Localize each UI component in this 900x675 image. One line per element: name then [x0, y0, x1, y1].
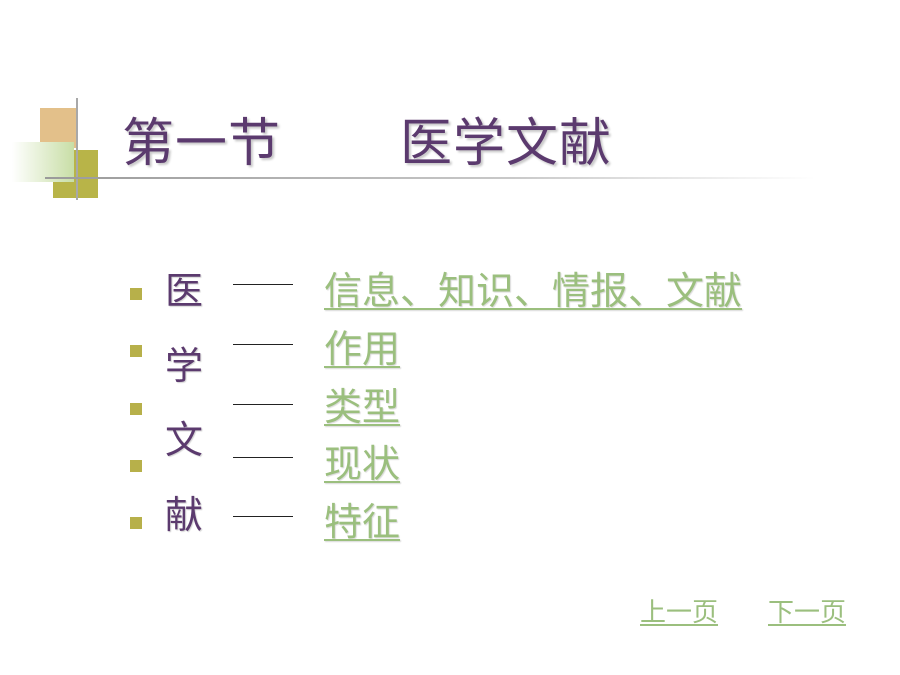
link-info-knowledge[interactable]: 信息、知识、情报、文献 — [324, 269, 743, 313]
link-function[interactable]: 作用 — [324, 327, 401, 371]
link-features[interactable]: 特征 — [324, 500, 401, 544]
bullet-marker — [130, 345, 142, 357]
prev-page-link[interactable]: 上一页 — [640, 598, 719, 628]
bullet-marker — [130, 403, 142, 415]
vertical-char-xue: 学 — [165, 344, 204, 388]
dash-line — [233, 516, 293, 517]
slide-title-part1: 第一节 — [122, 114, 282, 174]
link-types[interactable]: 类型 — [324, 385, 401, 429]
decor-vertical-line — [76, 98, 78, 200]
slide-title-part2: 医学文献 — [400, 114, 613, 174]
bullet-marker — [130, 288, 142, 300]
dash-line — [233, 284, 293, 285]
bullet-marker — [130, 517, 142, 529]
decor-tan-square — [40, 108, 78, 148]
dash-line — [233, 344, 293, 345]
decor-green-square — [12, 142, 74, 182]
decor-horizontal-line — [45, 177, 815, 179]
vertical-char-wen: 文 — [165, 418, 204, 462]
dash-line — [233, 404, 293, 405]
bullet-marker — [130, 460, 142, 472]
vertical-char-xian: 献 — [165, 493, 204, 537]
dash-line — [233, 457, 293, 458]
link-status[interactable]: 现状 — [324, 442, 401, 486]
next-page-link[interactable]: 下一页 — [768, 598, 847, 628]
vertical-char-yi: 医 — [165, 269, 204, 313]
